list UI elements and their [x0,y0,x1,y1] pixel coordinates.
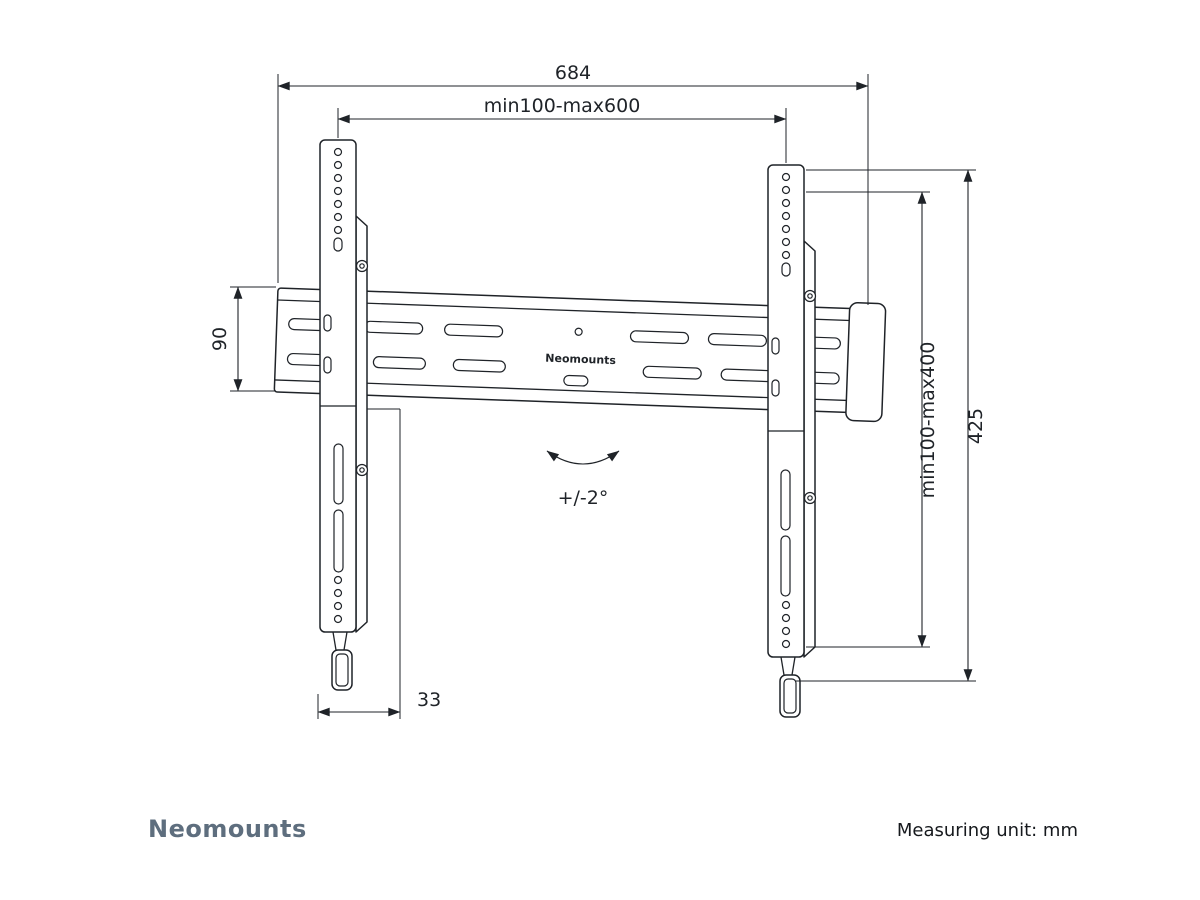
dim-total-width: 684 [277,62,869,305]
rail-brand-label: Neomounts [545,352,617,368]
footer: Neomounts Measuring unit: mm [148,815,1078,843]
tilt-annotation: +/-2° [546,450,620,509]
dim-rail-height-label: 90 [209,327,231,351]
right-bracket-rail-hooks [768,337,804,432]
rail-end-cap [845,301,887,423]
rail-center-hole [574,327,583,336]
left-bracket-body [319,139,357,633]
dim-width-range: min100-max600 [337,95,787,163]
left-bracket-rail-hooks [320,314,356,407]
dim-rail-height: 90 [209,286,276,392]
right-bracket-flange [803,240,816,658]
left-bracket-vesa-slots [333,443,344,573]
dim-depth: 33 [317,408,441,719]
right-bracket-vesa-slots [780,469,791,597]
dim-total-height: 425 [796,169,987,682]
dim-height-range-label: min100-max400 [917,342,939,499]
brand-logo: Neomounts [148,815,307,843]
left-bracket-holes-bottom [333,575,343,624]
left-bracket-holes-top [333,147,343,252]
right-bracket-holes-top [781,172,791,277]
left-bracket-screws [355,259,369,477]
right-bracket-pull-tab [779,656,801,718]
tilt-arc-arrow [546,450,620,465]
right-bracket-screws [803,289,817,505]
dim-width-range-label: min100-max600 [484,95,641,117]
left-bracket-pull-tab [331,631,353,691]
dim-total-height-label: 425 [965,408,987,444]
tilt-label: +/-2° [558,487,609,509]
left-bracket [319,139,369,691]
left-bracket-flange [355,215,368,633]
right-bracket [767,164,817,718]
dim-total-width-label: 684 [555,62,591,84]
right-bracket-holes-bottom [781,600,791,649]
dim-depth-label: 33 [417,689,441,711]
rail-center-slot [563,374,589,387]
right-bracket-body [767,164,805,658]
dim-height-range: min100-max400 [806,191,939,648]
measuring-unit-label: Measuring unit: mm [897,820,1078,841]
